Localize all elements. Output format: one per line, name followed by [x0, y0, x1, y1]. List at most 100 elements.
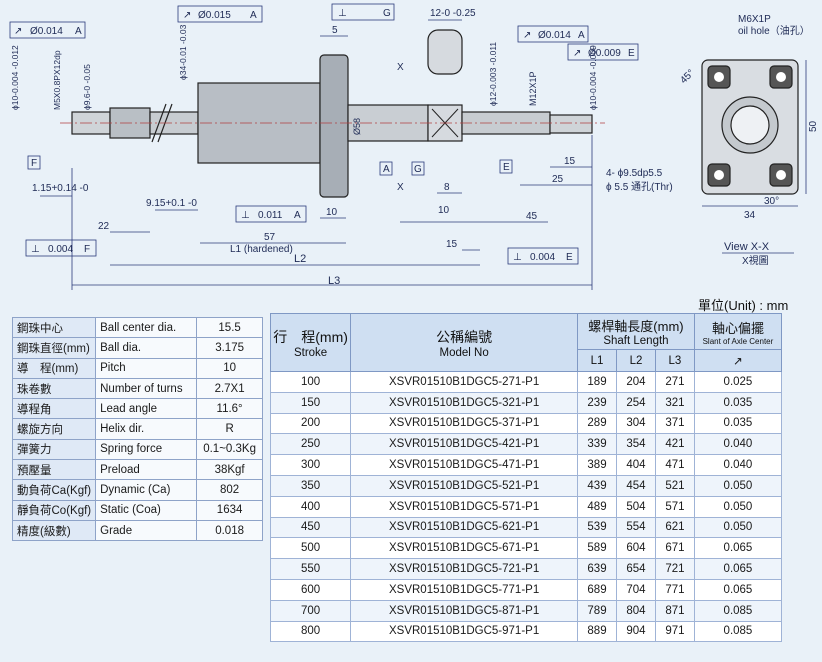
cell-l2: 904: [615, 620, 656, 643]
tol-runout-right2: Ø0.009: [588, 48, 621, 59]
cell-l1: 189: [577, 371, 617, 393]
cell-l2: 554: [615, 516, 656, 539]
cell-l2: 604: [615, 537, 656, 560]
cell-l1: 639: [577, 558, 617, 580]
dim-l2: L2: [294, 253, 306, 265]
spec-label-en: Number of turns: [95, 377, 198, 400]
header-l3: L3: [654, 349, 695, 372]
datum-f: F: [31, 158, 37, 169]
spec-value: 38Kgf: [196, 459, 263, 481]
tol-runout-left: Ø0.014: [30, 26, 63, 37]
ball-nut-body: [197, 82, 321, 164]
cell-l1: 589: [577, 537, 617, 560]
cell-l2: 304: [615, 412, 656, 435]
cell-slant: 0.025: [693, 371, 783, 393]
cell-model: XSVR01510B1DGC5-321-P1: [350, 391, 579, 414]
cell-slant: 0.035: [693, 412, 783, 435]
cell-model: XSVR01510B1DGC5-621-P1: [350, 516, 579, 539]
tol-perp-g: G: [383, 8, 391, 19]
flange-top-view: [427, 29, 463, 75]
cell-l3: 571: [654, 495, 695, 518]
cell-stroke: 150: [269, 391, 352, 414]
dim-d10-right: ϕ10-0.004 -0.009: [588, 45, 598, 110]
header-l1: L1: [577, 349, 617, 372]
header-stroke-en: Stroke: [293, 346, 328, 359]
cell-model: XSVR01510B1DGC5-371-P1: [350, 412, 579, 435]
cell-l2: 404: [615, 454, 656, 476]
cell-model: XSVR01510B1DGC5-571-P1: [350, 495, 579, 518]
dim-l8: 8: [444, 182, 450, 193]
spec-label-zh: 靜負荷Co(Kgf): [11, 499, 97, 521]
cell-l1: 689: [577, 578, 617, 601]
header-model: 公稱編號 Model No: [350, 313, 579, 372]
cell-l1: 289: [577, 412, 617, 435]
unit-label: 單位(Unit) : mm: [698, 298, 789, 313]
spec-label-zh: 動負荷Ca(Kgf): [11, 479, 97, 501]
view-dim-34: 34: [744, 210, 756, 221]
cell-model: XSVR01510B1DGC5-671-P1: [350, 537, 579, 560]
tol-datum-right: A: [578, 30, 585, 41]
dim-d58: Ø58: [352, 118, 362, 135]
spec-value: 1634: [196, 499, 263, 521]
cell-l3: 971: [654, 620, 695, 643]
cell-l1: 889: [577, 620, 617, 643]
dim-m5: M5X0.8PX12dp: [52, 50, 62, 110]
cell-model: XSVR01510B1DGC5-721-P1: [350, 558, 579, 580]
spec-label-zh: 螺旋方向: [11, 418, 97, 440]
cell-slant: 0.050: [693, 516, 783, 539]
nut-flange: [319, 54, 349, 198]
header-slant: 軸心偏擺 Slant of Axle Center: [693, 313, 783, 350]
model-table: 行 程(mm) Stroke 公稱編號 Model No 螺桿軸長度(mm) S…: [269, 313, 783, 643]
header-model-zh: 公稱編號: [436, 328, 493, 345]
spec-value: 3.175: [196, 337, 263, 359]
svg-text:↗: ↗: [523, 30, 531, 41]
cell-stroke: 450: [269, 516, 352, 539]
view-title-zh: X視圖: [742, 254, 769, 267]
header-stroke-zh: 行 程(mm): [273, 328, 348, 345]
view-dim-50: 50: [808, 120, 819, 132]
tol-runout-flange: Ø0.015: [198, 10, 231, 21]
cell-l3: 771: [654, 578, 695, 601]
spec-value: 10: [196, 357, 263, 379]
cell-l2: 454: [615, 474, 656, 497]
dim-l915: 9.15+0.1 -0: [146, 198, 197, 209]
cell-stroke: 500: [269, 537, 352, 560]
dim-l1: L1 (hardened): [230, 244, 293, 255]
cell-l3: 621: [654, 516, 695, 539]
tol-perp-a-datum: A: [294, 210, 301, 221]
cell-slant: 0.040: [693, 454, 783, 476]
cell-stroke: 800: [269, 620, 352, 643]
cell-l3: 471: [654, 454, 695, 476]
svg-text:↗: ↗: [573, 48, 581, 59]
datum-e: E: [503, 162, 510, 173]
cell-l3: 271: [654, 371, 695, 393]
cell-l3: 871: [654, 599, 695, 622]
dim-d34: ϕ34-0.01 -0.03: [178, 24, 188, 80]
tol-datum-left: A: [75, 26, 82, 37]
cell-slant: 0.085: [693, 599, 783, 622]
section-mark-x-top: X: [397, 62, 404, 73]
spec-value: 0.1~0.3Kg: [196, 438, 263, 461]
cell-l1: 539: [577, 516, 617, 539]
header-l2: L2: [615, 349, 656, 372]
cell-l2: 704: [615, 578, 656, 601]
cell-stroke: 250: [269, 433, 352, 456]
spec-row: 動負荷Ca(Kgf)Dynamic (Ca)802: [11, 479, 263, 501]
cell-l2: 254: [615, 391, 656, 414]
cell-stroke: 200: [269, 412, 352, 435]
spec-value: 11.6°: [196, 398, 263, 420]
header-slant-zh: 軸心偏擺: [711, 320, 764, 336]
cell-slant: 0.050: [693, 495, 783, 518]
